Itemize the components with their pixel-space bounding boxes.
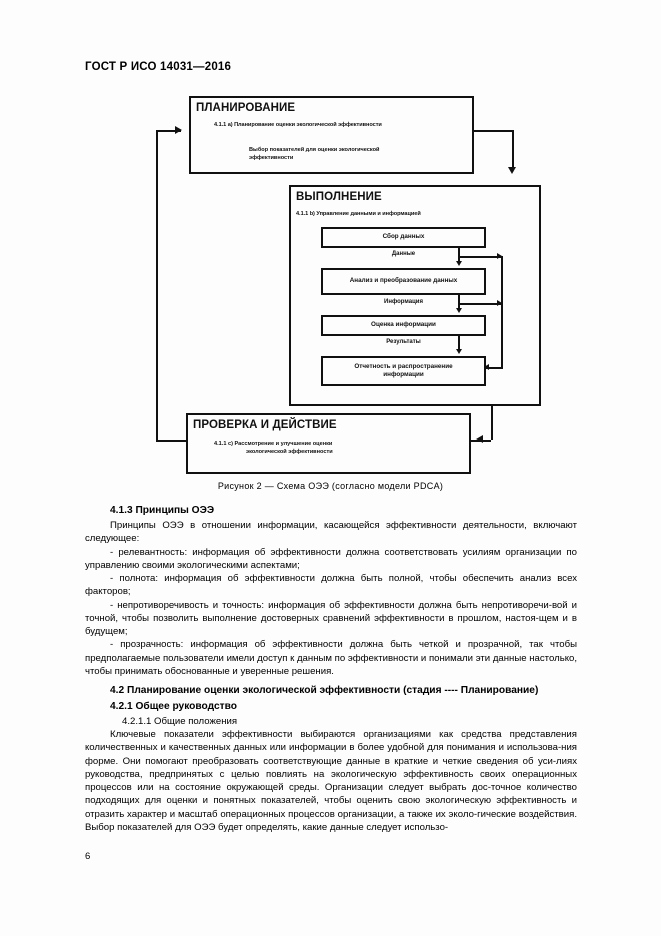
flow-label-information: Информация: [384, 299, 423, 305]
check-act-box: [186, 413, 471, 474]
flow-label-results: Результаты: [386, 339, 421, 345]
planning-note-line1: Выбор показателей для оценки экологическ…: [249, 147, 380, 153]
planning-title: ПЛАНИРОВАНИЕ: [196, 102, 296, 114]
bullet-completeness: - полнота: информация об эффективности д…: [85, 573, 577, 598]
flow-arrow-1: [455, 261, 462, 266]
heading-4-2-1: 4.2.1 Общее руководство: [110, 701, 237, 712]
flow-step-analyze-data-label: Анализ и преобразование данных: [349, 277, 458, 285]
flow-line-3: [458, 336, 460, 351]
planning-to-doing-v: [511, 130, 514, 168]
diagram-left-top-segment: [156, 130, 181, 133]
doing-to-check-v: [491, 406, 494, 440]
paragraph-4-2-1-1-body: Ключевые показатели эффективности выбира…: [85, 729, 577, 833]
doing-subtitle: 4.1.1 b) Управление данными и информацие…: [296, 211, 421, 217]
flow-line-2: [458, 295, 460, 310]
planning-note: Выбор показателей для оценки экологическ…: [249, 146, 444, 162]
bullet-consistency: - непротиворечивость и точность: информа…: [85, 599, 577, 638]
flow-step-report-line1: Отчетность и распространение: [354, 362, 453, 370]
internal-feedback-bottom-h: [486, 367, 503, 369]
internal-feedback-top-h: [458, 256, 503, 258]
flow-arrow-2: [455, 308, 462, 313]
diagram-arrow-into-planning: [175, 125, 182, 134]
flow-label-data: Данные: [391, 251, 416, 257]
internal-feedback-arrow-top: [497, 252, 502, 259]
bullet-relevance: - релевантность: информация об эффективн…: [85, 546, 577, 571]
diagram-left-return-line: [156, 130, 159, 442]
arrow-into-doing: [508, 167, 517, 174]
internal-feedback-v: [501, 256, 503, 368]
body-content: 4.1.3 Принципы ОЭЭ Принципы ОЭЭ в отноше…: [85, 505, 577, 834]
planning-box: [189, 96, 474, 174]
heading-4-1-3: 4.1.3 Принципы ОЭЭ: [110, 505, 215, 516]
page-header: ГОСТ Р ИСО 14031—2016: [85, 61, 232, 73]
heading-4-2: 4.2 Планирование оценки экологической эф…: [110, 685, 539, 696]
planning-to-doing-h: [474, 130, 514, 133]
flow-step-evaluate-info: Оценка информации: [321, 315, 486, 336]
flow-step-evaluate-info-label: Оценка информации: [371, 321, 436, 329]
doing-title: ВЫПОЛНЕНИЕ: [296, 191, 382, 203]
internal-feedback-arrow-mid: [497, 299, 502, 306]
flow-arrow-3: [455, 349, 462, 354]
heading-4-2-1-1: 4.2.1.1 Общие положения: [122, 716, 238, 727]
page-number: 6: [85, 851, 91, 862]
check-act-subtitle: 4.1.1 c) Рассмотрение и улучшение оценки…: [214, 440, 434, 456]
internal-feedback-mid-h: [458, 303, 503, 305]
internal-feedback-arrow-bottom: [484, 363, 489, 370]
check-act-subtitle-line2: экологической эффективности: [246, 449, 333, 455]
planning-note-line2: эффективности: [249, 155, 294, 161]
flow-step-collect-data: Сбор данных: [321, 227, 486, 248]
flow-step-report-info-label: Отчетность и распространение информации: [351, 363, 455, 380]
flow-step-report-info: Отчетность и распространение информации: [321, 356, 486, 386]
flow-step-analyze-data: Анализ и преобразование данных: [321, 268, 486, 295]
figure-caption: Рисунок 2 — Схема ОЭЭ (согласно модели P…: [217, 481, 444, 491]
bullet-transparency: - прозрачность: информация об эффективно…: [85, 639, 577, 677]
flow-line-1: [458, 248, 460, 263]
arrow-into-check: [476, 435, 483, 444]
check-act-subtitle-line1: 4.1.1 c) Рассмотрение и улучшение оценки: [214, 441, 333, 447]
flow-step-report-line2: информации: [383, 371, 424, 378]
pdca-diagram: ПЛАНИРОВАНИЕ 4.1.1 a) Планирование оценк…: [146, 96, 546, 474]
check-act-title: ПРОВЕРКА И ДЕЙСТВИЕ: [193, 419, 337, 431]
planning-subtitle: 4.1.1 a) Планирование оценки экологическ…: [214, 122, 382, 128]
paragraph-4-1-3-intro: Принципы ОЭЭ в отношении информации, кас…: [85, 520, 577, 545]
flow-step-collect-data-label: Сбор данных: [382, 233, 425, 241]
